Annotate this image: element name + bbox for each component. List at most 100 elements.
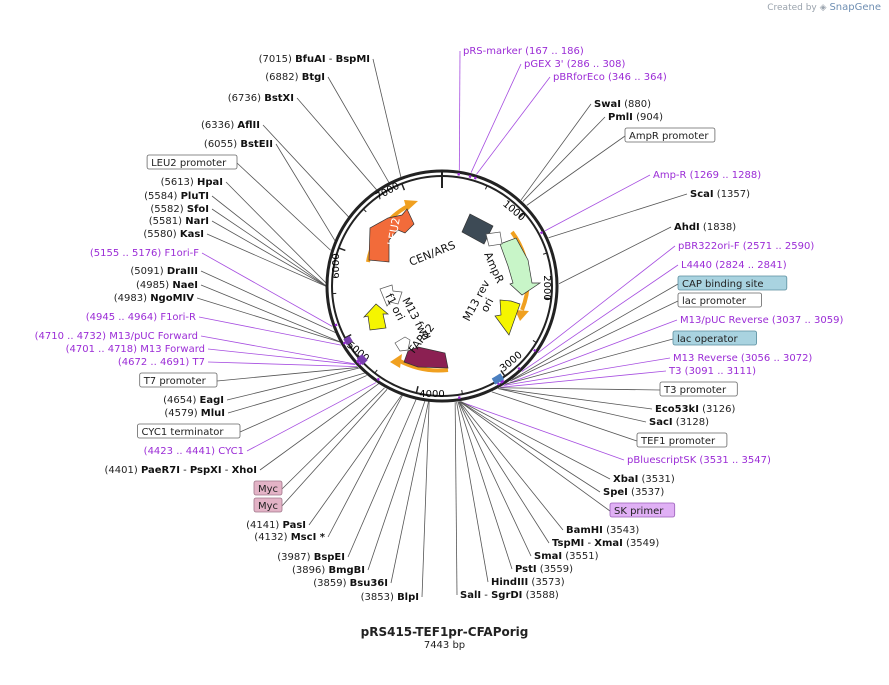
name-extra: PspXI <box>190 465 222 476</box>
orange-arrowhead-leu2 <box>404 200 418 211</box>
name: BamHI <box>566 525 603 536</box>
lac-promoter-label: lac promoter <box>682 296 747 307</box>
leader-line-myc <box>281 389 388 507</box>
name-extra-2: XhoI <box>232 465 257 476</box>
leader-line-f1ori-r <box>198 316 342 346</box>
m13-forward-feature-label: (4701 .. 4718) M13 Forward <box>66 344 205 355</box>
myc-box <box>253 480 283 496</box>
leader-line-scai <box>548 193 688 239</box>
position: (3531) <box>638 474 675 485</box>
myc-box <box>253 497 283 513</box>
cluster-mark-2 <box>345 338 352 344</box>
cyc1-terminator-box <box>137 423 241 439</box>
position: (5581) <box>149 216 185 227</box>
position: (5155 .. 5176) <box>90 248 165 259</box>
name: DraIII <box>167 266 198 277</box>
name: pGEX 3' <box>524 59 564 70</box>
leader-lines <box>196 50 688 598</box>
name: TspMI <box>552 538 584 549</box>
cluster-mark-1 <box>360 358 367 364</box>
l4440-feature-label: L4440 (2824 .. 2841) <box>681 260 787 271</box>
leader-line-l4440 <box>521 264 679 372</box>
name-extra: SgrDI <box>491 590 522 601</box>
name: NgoMIV <box>150 293 194 304</box>
name: ScaI <box>690 189 714 200</box>
position: (3531 .. 3547) <box>696 455 771 466</box>
sk-primer-label: SK primer <box>614 506 664 517</box>
position: (4132) <box>254 532 290 543</box>
paer7i-site-label: (4401) PaeR7I - PspXI - XhoI <box>105 465 257 476</box>
cluster-mark-0 <box>495 375 501 383</box>
name: pBRforEco <box>553 72 605 83</box>
pbr322ori-f-feature-label: pBR322ori-F (2571 .. 2590) <box>678 241 814 252</box>
position: (5582) <box>150 204 186 215</box>
pasi-site-label: (4141) PasI <box>246 520 306 531</box>
myc-label: Myc <box>258 501 278 512</box>
hpai-site-label: (5613) HpaI <box>161 177 223 188</box>
bamhi-site-label: BamHI (3543) <box>566 525 639 536</box>
leader-line-xbai <box>460 401 611 480</box>
ring-tick-2500 <box>532 340 537 343</box>
blpi-site-label: (3853) BlpI <box>361 592 419 603</box>
position: (3126) <box>699 404 736 415</box>
leader-line-m13-reverse <box>503 357 671 386</box>
position: (6882) <box>265 72 301 83</box>
position: (4983) <box>114 293 150 304</box>
feature-arrow-cen-ars <box>461 213 494 245</box>
brand-name: SnapGene <box>829 2 881 13</box>
ring-tick-6500 <box>363 208 367 213</box>
leader-line-t7 <box>207 361 358 368</box>
leader-line-tspmi <box>458 401 550 544</box>
cluster-mark-1 <box>357 355 365 361</box>
feature-arrow-ori <box>494 299 521 336</box>
leader-line-bstxi <box>296 97 378 191</box>
position: (3091 .. 3111) <box>681 366 756 377</box>
separator: - <box>584 538 594 549</box>
m13-puc-forward-feature-label: (4710 .. 4732) M13/pUC Forward <box>35 331 198 342</box>
position: (904) <box>633 112 663 123</box>
leader-line-bmgbi <box>367 400 426 571</box>
name: HindIII <box>491 577 528 588</box>
position: (3588) <box>522 590 559 601</box>
position: (3056 .. 3072) <box>738 353 813 364</box>
naei-site-label: (4985) NaeI <box>136 280 198 291</box>
ampr-promoter-label: AmpR promoter <box>629 131 709 142</box>
pbluescriptsk-feature-label: pBluescriptSK (3531 .. 3547) <box>627 455 771 466</box>
t7-feature-label: (4672 .. 4691) T7 <box>118 357 205 368</box>
name: SacI <box>649 417 673 428</box>
position: (3853) <box>361 592 397 603</box>
leader-line-ngomiv <box>196 297 341 343</box>
cluster-mark-1 <box>356 354 363 360</box>
leader-line-aflii <box>262 124 349 218</box>
name: L4440 <box>681 260 712 271</box>
leader-line-sali <box>454 402 458 596</box>
cluster-mark-1 <box>359 356 366 363</box>
leader-line-pluti <box>211 195 327 287</box>
name: M13/pUC Forward <box>109 331 198 342</box>
name: pBluescriptSK <box>627 455 697 466</box>
position: (3896) <box>292 565 328 576</box>
leader-line-smai <box>458 401 532 557</box>
xbai-site-label: XbaI (3531) <box>613 474 675 485</box>
leader-line-ampr-promoter <box>526 135 626 206</box>
position: (5091) <box>130 266 166 277</box>
cap-binding-site-box <box>677 275 788 291</box>
leader-line-cap-binding-site <box>511 283 679 380</box>
name: Amp-R <box>653 170 687 181</box>
name: BlpI <box>397 592 419 603</box>
ring-tick-5000 <box>344 333 352 339</box>
cluster-mark-2 <box>343 335 351 341</box>
position: (3037 .. 3059) <box>769 315 844 326</box>
position: (6336) <box>201 120 237 131</box>
name: PmlI <box>608 112 633 123</box>
ahdi-site-label: AhdI (1838) <box>674 222 736 233</box>
tick-label-6000: 6000 <box>331 253 342 278</box>
name: BstEII <box>240 139 273 150</box>
leader-line-hpai <box>225 181 327 284</box>
position: (3559) <box>537 564 574 575</box>
feature-arrow-white-left <box>394 336 411 352</box>
cluster-mark-1 <box>361 359 368 366</box>
leader-line-pbluescriptsk <box>459 401 625 461</box>
name: MscI * <box>291 532 326 543</box>
position: (3859) <box>313 578 349 589</box>
